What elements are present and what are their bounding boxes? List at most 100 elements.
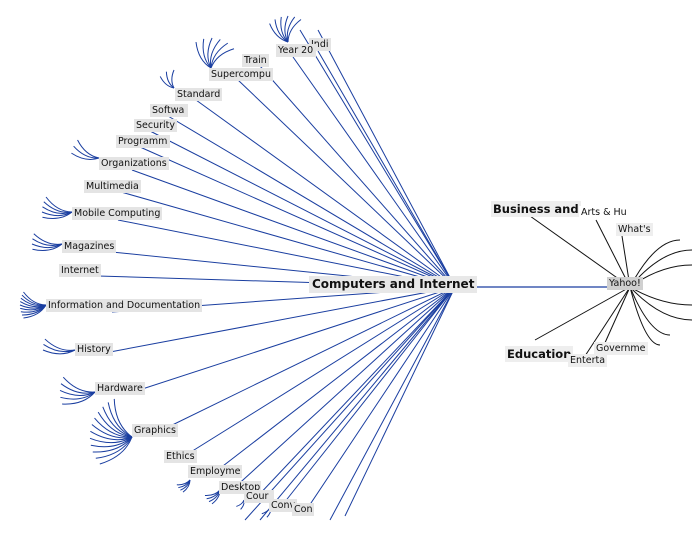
node-conv[interactable]: Conv xyxy=(269,499,297,512)
node-standards[interactable]: Standard xyxy=(175,88,223,101)
fan-1-1 xyxy=(202,38,212,69)
link-ethics xyxy=(177,286,456,461)
link-fringe-3 xyxy=(244,286,456,521)
fan-9-8 xyxy=(97,411,133,438)
link-hardware xyxy=(129,286,456,394)
fan-1-4 xyxy=(210,42,229,69)
node-courses[interactable]: Cour xyxy=(244,490,274,503)
fan-4-4 xyxy=(45,196,73,213)
node-multimedia[interactable]: Multimedia xyxy=(84,180,141,193)
fan-6-7 xyxy=(21,294,47,306)
fan-10-3 xyxy=(176,479,191,486)
node-ethics[interactable]: Ethics xyxy=(164,450,197,463)
link-supercomp xyxy=(237,79,456,288)
fan-9-2 xyxy=(92,436,133,453)
link-train xyxy=(259,65,456,288)
node-train[interactable]: Train xyxy=(242,54,269,67)
link-year xyxy=(292,56,456,288)
node-mobile-computing[interactable]: Mobile Computing xyxy=(72,207,163,220)
link-software xyxy=(167,115,456,288)
link-standard xyxy=(195,99,456,288)
link-conv xyxy=(279,286,456,509)
fan-8-3 xyxy=(60,383,96,394)
fan-1-2 xyxy=(207,37,213,69)
link-fringe-2 xyxy=(259,286,456,521)
link-government xyxy=(603,286,631,346)
fan-9-0 xyxy=(99,436,133,465)
fan-8-2 xyxy=(59,390,96,396)
fan-0-2 xyxy=(280,16,289,43)
node-employment[interactable]: Employme xyxy=(188,465,242,478)
fan-8-1 xyxy=(60,391,96,400)
node-hardware[interactable]: Hardware xyxy=(95,382,145,395)
link-graphics xyxy=(159,286,456,432)
link-entertainment xyxy=(584,286,631,357)
link-desktop xyxy=(231,286,456,491)
link-con xyxy=(304,286,456,513)
fan-9-11 xyxy=(113,398,133,438)
fan-8-0 xyxy=(62,391,96,405)
fan-0-0 xyxy=(269,23,289,43)
link-right-fringe-4 xyxy=(629,286,671,336)
fan-1-0 xyxy=(195,41,212,69)
node-magazines[interactable]: Magazines xyxy=(62,240,117,253)
fan-2-0 xyxy=(159,76,175,89)
fan-2-1 xyxy=(165,71,175,89)
node-graphics[interactable]: Graphics xyxy=(132,424,178,437)
link-right-fringe-2 xyxy=(629,286,692,306)
node-con[interactable]: Con xyxy=(292,503,315,516)
node-whats-new[interactable]: What's xyxy=(616,223,653,236)
fan-0-5 xyxy=(287,19,302,43)
node-organizations[interactable]: Organizations xyxy=(99,157,169,170)
node-programming[interactable]: Programm xyxy=(116,135,170,148)
fan-0-4 xyxy=(286,16,296,43)
link-education xyxy=(534,286,631,341)
fan-5-3 xyxy=(33,233,63,245)
node-education[interactable]: Education xyxy=(505,346,574,362)
link-fringe-4 xyxy=(317,29,456,288)
node-software[interactable]: Softwa xyxy=(150,104,188,117)
fan-9-3 xyxy=(90,436,133,448)
fan-9-4 xyxy=(89,436,133,444)
fan-8-4 xyxy=(62,376,96,393)
fan-3-0 xyxy=(71,152,100,160)
node-business-and-economy[interactable]: Business and E xyxy=(491,201,581,217)
link-fringe-1 xyxy=(344,286,456,517)
link-organizations xyxy=(131,169,456,288)
fan-0-1 xyxy=(274,19,289,43)
fan-1-5 xyxy=(210,48,235,69)
fan-3-1 xyxy=(73,145,100,159)
fan-9-5 xyxy=(90,430,133,441)
fan-6-8 xyxy=(23,291,47,306)
link-employment xyxy=(209,286,456,477)
fan-3-2 xyxy=(77,139,100,159)
node-information-and-documentation[interactable]: Information and Documentation xyxy=(46,299,203,312)
link-programming xyxy=(139,146,456,288)
node-year-20[interactable]: Year 20 xyxy=(276,44,316,57)
link-fringe-5 xyxy=(299,29,456,288)
fan-7-2 xyxy=(44,338,76,351)
fan-1-3 xyxy=(210,39,221,69)
fan-12-1 xyxy=(236,499,245,507)
link-security xyxy=(149,130,456,288)
node-supercomputing[interactable]: Supercompu xyxy=(209,68,273,81)
fan-9-7 xyxy=(94,417,133,438)
link-right-fringe-5 xyxy=(629,286,661,346)
node-security[interactable]: Security xyxy=(134,119,178,132)
fan-9-6 xyxy=(91,424,133,439)
fan-9-1 xyxy=(95,436,133,459)
link-fringe-0 xyxy=(329,286,456,521)
node-yahoo-root[interactable]: Yahoo! xyxy=(607,277,643,290)
fan-9-10 xyxy=(107,402,133,438)
node-computers-and-internet[interactable]: Computers and Internet xyxy=(309,276,478,293)
fan-2-2 xyxy=(171,69,175,89)
node-government[interactable]: Governme xyxy=(594,342,648,355)
fan-4-3 xyxy=(43,201,73,213)
node-internet[interactable]: Internet xyxy=(59,264,101,277)
fan-9-9 xyxy=(102,406,133,438)
link-right-fringe-3 xyxy=(629,286,692,321)
node-history[interactable]: History xyxy=(75,343,113,356)
node-arts-and-humanities[interactable]: Arts & Hu xyxy=(579,206,629,219)
node-entertainment[interactable]: Enterta xyxy=(568,354,608,367)
